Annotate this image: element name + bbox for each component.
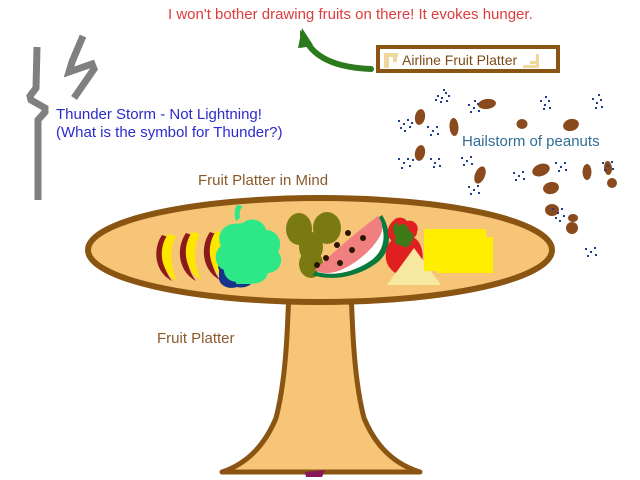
headline-annotation: I won't bother drawing fruits on there! …	[168, 6, 533, 23]
butter-blocks	[424, 229, 493, 273]
fruit-platter-in-mind-label: Fruit Platter in Mind	[198, 172, 329, 189]
green-grape-cluster	[215, 205, 282, 284]
hailstorm-label: Hailstorm of peanuts	[462, 133, 600, 150]
watermelon-slice	[312, 215, 389, 278]
tan-bracket-left-top-icon	[384, 53, 398, 57]
thunder-annotation-line1: Thunder Storm - Not Lightning!	[56, 106, 262, 123]
tan-bracket-left-stub-icon	[393, 56, 397, 62]
fruit-platter-label: Fruit Platter	[157, 330, 235, 347]
hail-speckle-cluster	[398, 89, 614, 257]
airline-fruit-platter-title-box: Airline Fruit Platter	[376, 45, 560, 73]
thunder-annotation-line2: (What is the symbol for Thunder?)	[56, 124, 283, 141]
lightning-bolt-right-icon	[63, 34, 98, 100]
green-curved-arrow-icon	[298, 28, 374, 72]
base-mark	[305, 470, 325, 477]
peanut-cluster	[414, 98, 617, 234]
table-pedestal	[219, 252, 423, 475]
tan-bracket-right-tick-icon	[530, 61, 539, 64]
tan-bracket-left-icon	[384, 53, 389, 68]
cheese-triangle	[387, 248, 441, 285]
lightning-bolt-left-icon	[26, 46, 49, 200]
title-box-label: Airline Fruit Platter	[402, 52, 518, 68]
tan-bracket-right-bottom-icon	[523, 65, 539, 68]
